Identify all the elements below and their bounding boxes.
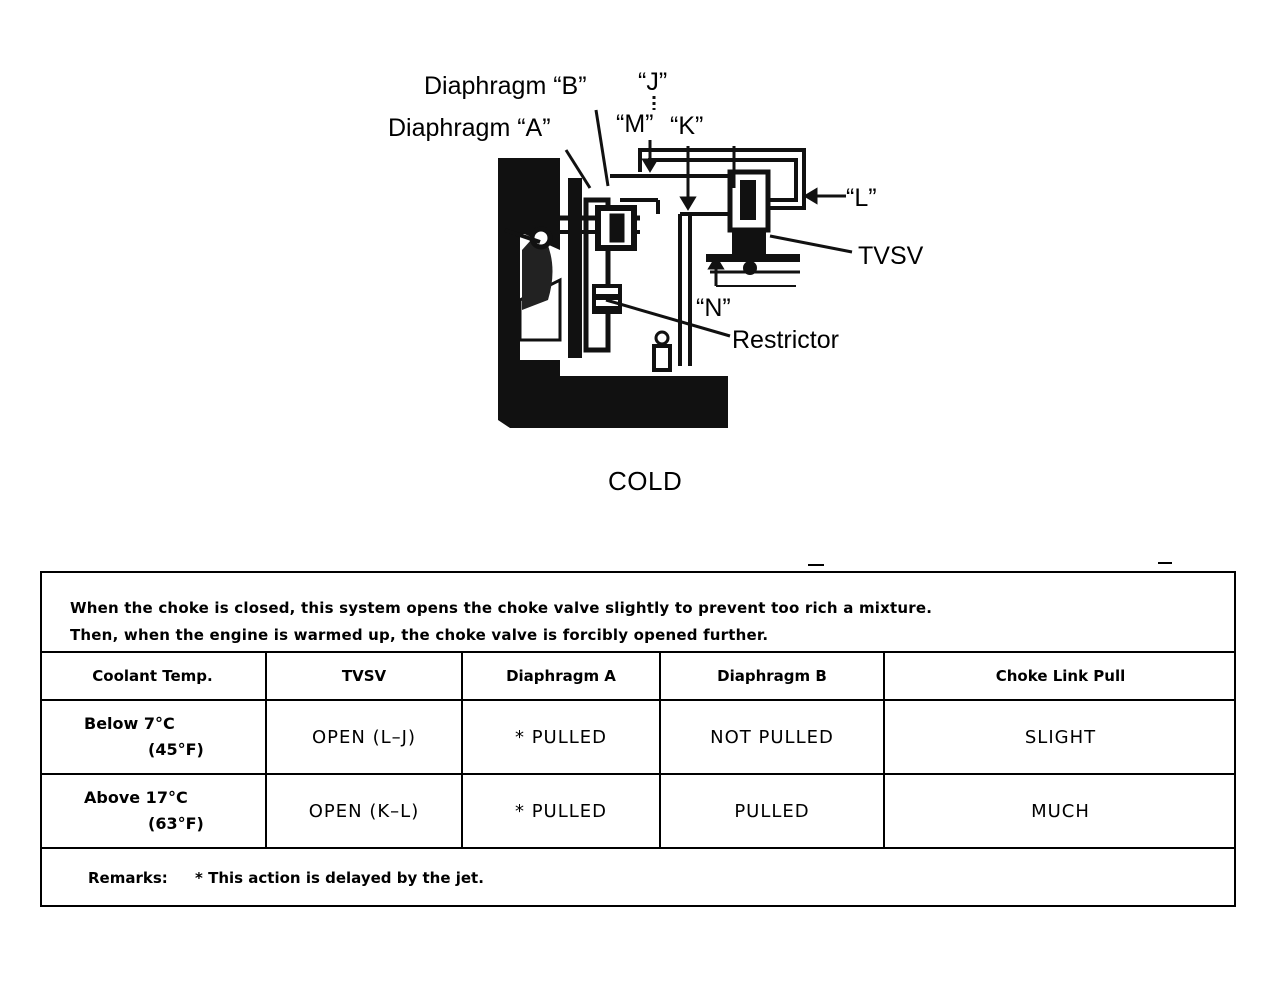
- jet-fitting: [652, 330, 672, 372]
- label-diaphragm-b: Diaphragm “B”: [424, 72, 587, 100]
- description-line-2: Then, when the engine is warmed up, the …: [70, 626, 769, 644]
- remarks-text: * This action is delayed by the jet.: [195, 869, 484, 887]
- scan-mark: [1158, 562, 1172, 564]
- temp-celsius: Above 17°C: [84, 788, 188, 807]
- description: When the choke is closed, this system op…: [70, 595, 932, 649]
- cell-diaphragm-b: NOT PULLED: [659, 699, 885, 775]
- label-l: “L”: [846, 184, 877, 212]
- figure-caption: COLD: [608, 466, 683, 496]
- label-restrictor: Restrictor: [732, 326, 839, 354]
- cell-diaphragm-a: * PULLED: [461, 699, 661, 775]
- header-diaphragm-b: Diaphragm B: [659, 651, 885, 701]
- label-k: “K”: [670, 112, 704, 140]
- cell-diaphragm-b: PULLED: [659, 773, 885, 849]
- cell-choke-link-pull: SLIGHT: [883, 699, 1236, 775]
- remarks-label: Remarks:: [88, 869, 168, 887]
- carburetor-schematic: [498, 96, 853, 428]
- header-tvsv: TVSV: [265, 651, 463, 701]
- tvsv-valve: [706, 169, 800, 287]
- vacuum-hoses: [610, 148, 806, 366]
- label-tvsv: TVSV: [858, 242, 924, 270]
- table-header-row: Coolant Temp. TVSV Diaphragm A Diaphragm…: [40, 651, 1236, 701]
- temp-celsius: Below 7°C: [84, 714, 175, 733]
- cell-coolant-temp: Below 7°C (45°F): [40, 699, 267, 775]
- cell-tvsv: OPEN (L–J): [265, 699, 463, 775]
- label-n: “N”: [696, 294, 731, 322]
- cell-choke-link-pull: MUCH: [883, 773, 1236, 849]
- leader-lines: [564, 96, 853, 338]
- choke-opener-spec-box: When the choke is closed, this system op…: [40, 571, 1236, 907]
- header-coolant-temp: Coolant Temp.: [40, 651, 267, 701]
- cell-diaphragm-a: * PULLED: [461, 773, 661, 849]
- header-diaphragm-a: Diaphragm A: [461, 651, 661, 701]
- choke-opener-diagram: Diaphragm “B” “J” Diaphragm “A” “M” “K” …: [388, 68, 924, 496]
- label-j: “J”: [638, 68, 668, 96]
- header-choke-link-pull: Choke Link Pull: [883, 651, 1236, 701]
- table-row: Above 17°C (63°F) OPEN (K–L) * PULLED PU…: [40, 773, 1236, 849]
- label-diaphragm-a: Diaphragm “A”: [388, 114, 551, 142]
- temp-fahrenheit: (45°F): [148, 740, 204, 759]
- cell-tvsv: OPEN (K–L): [265, 773, 463, 849]
- cell-coolant-temp: Above 17°C (63°F): [40, 773, 267, 849]
- operation-table: Coolant Temp. TVSV Diaphragm A Diaphragm…: [40, 651, 1236, 849]
- table-row: Below 7°C (45°F) OPEN (L–J) * PULLED NOT…: [40, 699, 1236, 775]
- description-line-1: When the choke is closed, this system op…: [70, 599, 933, 617]
- remarks: Remarks: * This action is delayed by the…: [88, 869, 506, 887]
- scan-mark: [808, 564, 824, 566]
- temp-fahrenheit: (63°F): [148, 814, 204, 833]
- label-m: “M”: [616, 110, 654, 138]
- choke-linkage: [504, 198, 660, 251]
